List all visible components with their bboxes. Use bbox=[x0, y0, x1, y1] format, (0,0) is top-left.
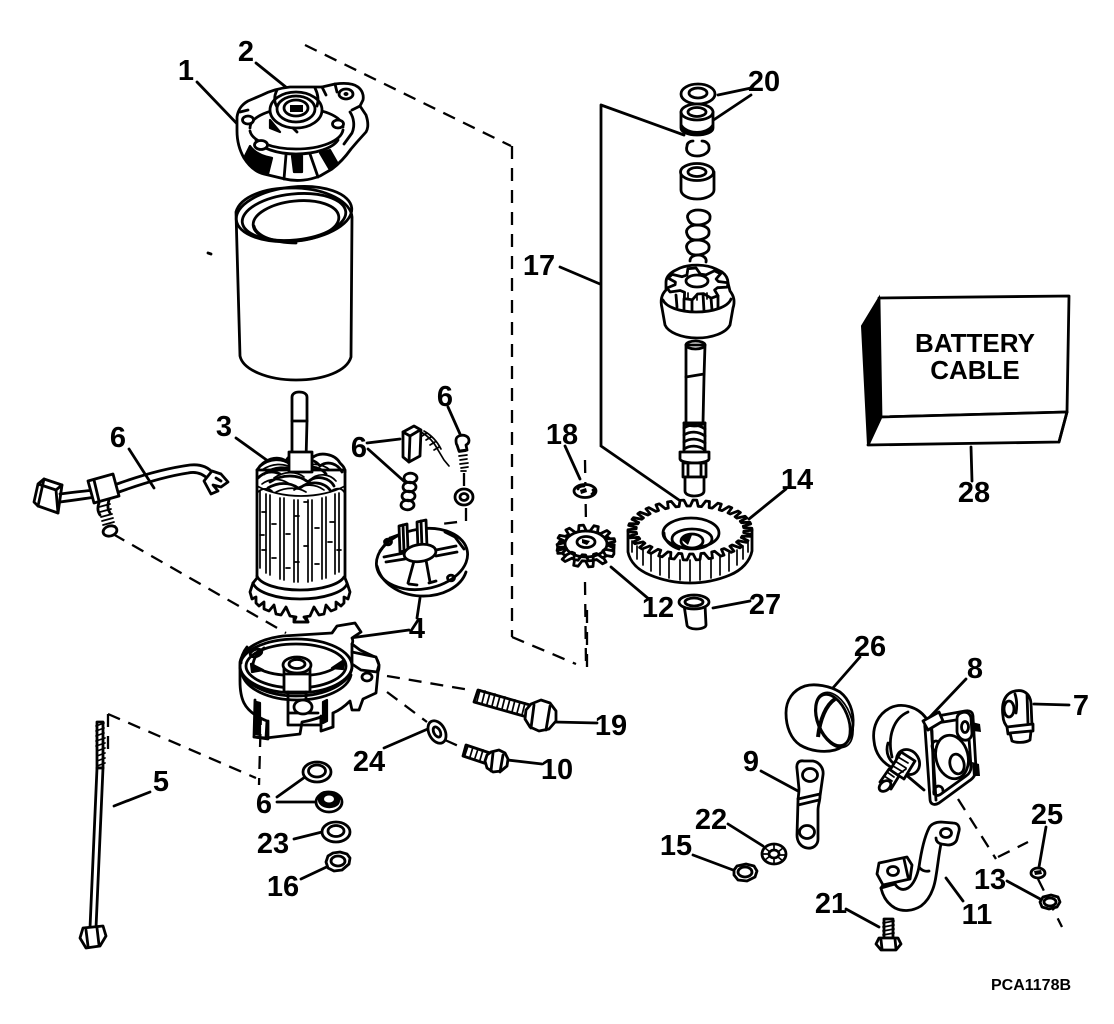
svg-text:12: 12 bbox=[642, 592, 674, 624]
svg-text:21: 21 bbox=[815, 888, 847, 920]
svg-text:CABLE: CABLE bbox=[930, 355, 1020, 385]
svg-text:27: 27 bbox=[749, 589, 781, 621]
svg-text:10: 10 bbox=[541, 754, 573, 786]
svg-text:24: 24 bbox=[353, 746, 385, 778]
svg-text:20: 20 bbox=[748, 66, 780, 98]
svg-text:4: 4 bbox=[409, 613, 425, 645]
svg-text:22: 22 bbox=[695, 804, 727, 836]
svg-text:6: 6 bbox=[110, 422, 126, 454]
svg-text:2: 2 bbox=[238, 36, 254, 68]
svg-text:PCA1178B: PCA1178B bbox=[991, 977, 1071, 994]
svg-text:17: 17 bbox=[523, 250, 555, 282]
svg-text:14: 14 bbox=[781, 464, 813, 496]
svg-text:6: 6 bbox=[256, 788, 272, 820]
svg-text:3: 3 bbox=[216, 411, 232, 443]
svg-text:16: 16 bbox=[267, 871, 299, 903]
svg-text:5: 5 bbox=[153, 766, 169, 798]
svg-text:6: 6 bbox=[437, 381, 453, 413]
svg-text:18: 18 bbox=[546, 419, 578, 451]
svg-text:26: 26 bbox=[854, 631, 886, 663]
svg-text:11: 11 bbox=[962, 899, 993, 931]
svg-text:6: 6 bbox=[351, 432, 367, 464]
svg-text:BATTERY: BATTERY bbox=[915, 328, 1035, 358]
svg-text:9: 9 bbox=[743, 746, 759, 778]
svg-text:19: 19 bbox=[595, 710, 627, 742]
svg-text:13: 13 bbox=[974, 864, 1006, 896]
svg-text:23: 23 bbox=[257, 828, 289, 860]
svg-text:7: 7 bbox=[1073, 690, 1089, 722]
svg-text:25: 25 bbox=[1031, 799, 1063, 831]
svg-text:1: 1 bbox=[178, 55, 194, 87]
svg-text:28: 28 bbox=[958, 477, 990, 509]
svg-text:15: 15 bbox=[660, 830, 692, 862]
svg-text:8: 8 bbox=[967, 653, 983, 685]
